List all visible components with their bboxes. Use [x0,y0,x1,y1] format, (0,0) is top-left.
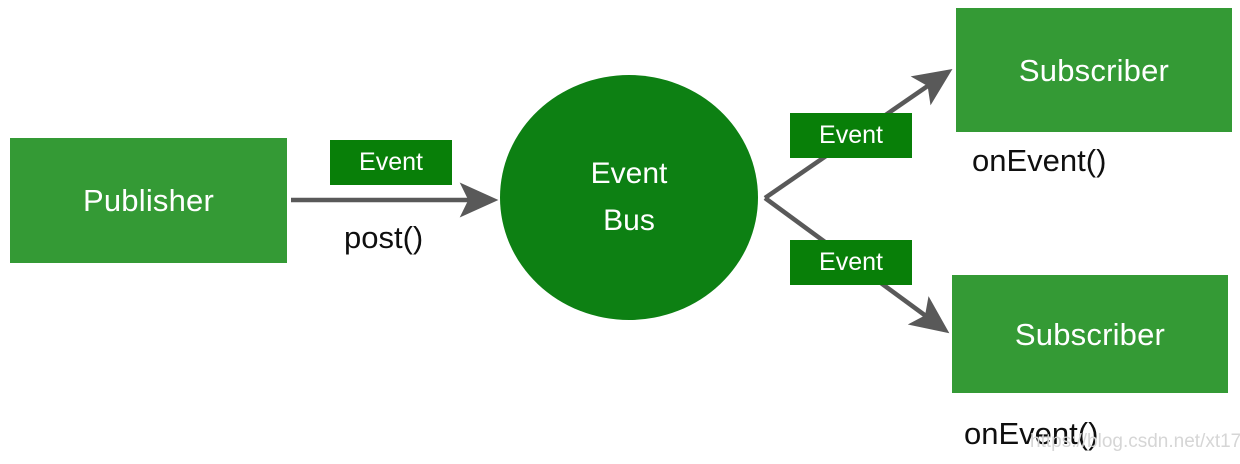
publisher-node[interactable]: Publisher [10,138,287,263]
event-chip-post: Event [330,140,452,185]
on-event-method-label-top: onEvent() [972,143,1107,178]
on-event-method-label-bottom: onEvent() [964,416,1099,451]
event-chip-top-label: Event [819,121,883,149]
event-chip-bottom-label: Event [819,248,883,276]
event-chip-top: Event [790,113,912,158]
watermark-text: https://blog.csdn.net/xt173160769 [1030,431,1240,452]
post-method-label: post() [344,220,424,255]
event-chip-bottom: Event [790,240,912,285]
event-chip-post-label: Event [359,148,423,176]
event-bus-label-line1: Event [590,157,668,190]
subscriber-bottom-node[interactable]: Subscriber [952,275,1228,393]
event-bus-node[interactable]: Event Bus [500,75,758,320]
subscriber-top-node[interactable]: Subscriber [956,8,1232,132]
subscriber-top-label: Subscriber [1018,52,1170,88]
event-bus-label-line2: Bus [603,203,655,237]
publisher-label: Publisher [82,183,215,218]
subscriber-bottom-label: Subscriber [1014,316,1166,352]
